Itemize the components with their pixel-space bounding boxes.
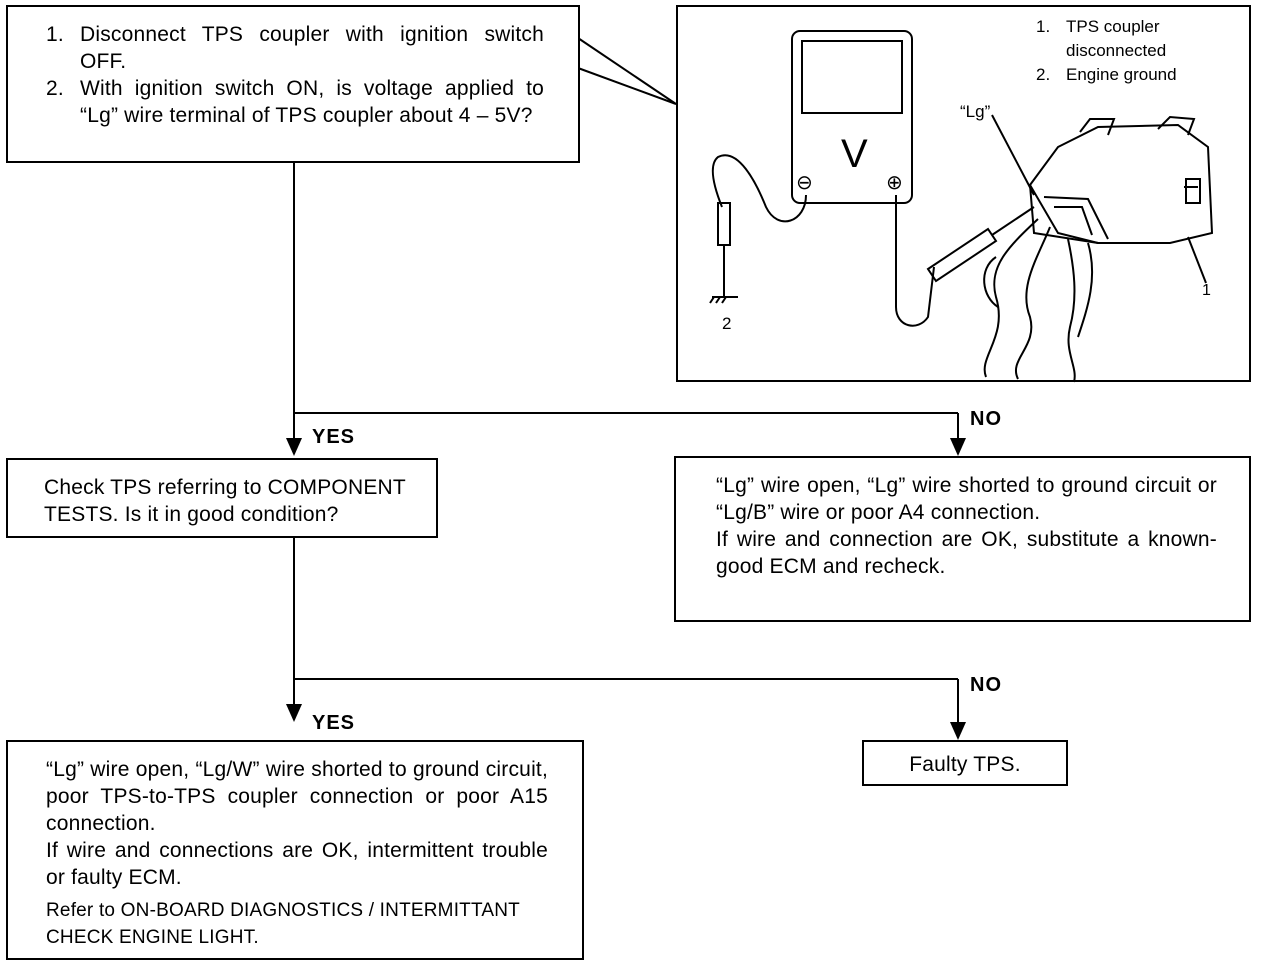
check-tps-box: Check TPS referring to COMPONENT TESTS. … bbox=[6, 458, 438, 538]
arrow-yes-2 bbox=[286, 704, 302, 722]
faulty-tps-box: Faulty TPS. bbox=[862, 740, 1068, 786]
branch2-no-label: NO bbox=[970, 674, 1002, 696]
positive-probe bbox=[926, 227, 998, 283]
arrow-no-1 bbox=[950, 438, 966, 456]
yes-result-2-box: “Lg” wire open, “Lg/W” wire shorted to g… bbox=[6, 740, 584, 960]
negative-lead bbox=[711, 154, 807, 223]
voltmeter-illustration: V ⊖ ⊕ “Lg” 1 2 bbox=[709, 30, 1214, 383]
no-result-1-line2: If wire and connection are OK, substitut… bbox=[716, 528, 1217, 578]
meter-symbol-v: V bbox=[841, 132, 868, 176]
voltmeter-body bbox=[791, 30, 913, 204]
minus-terminal-icon: ⊖ bbox=[796, 170, 813, 194]
ground-probe bbox=[717, 202, 731, 246]
step1-item-2: 2. With ignition switch ON, is voltage a… bbox=[46, 77, 544, 127]
yes-result-2-line3: Refer to ON-BOARD DIAGNOSTICS / INTERMIT… bbox=[46, 900, 520, 948]
legend-item-2: 2. Engine ground bbox=[1036, 65, 1177, 84]
wire-label-lg: “Lg” bbox=[960, 102, 991, 121]
no-result-1-box: “Lg” wire open, “Lg” wire shorted to gro… bbox=[674, 456, 1251, 622]
yes-result-2-line1: “Lg” wire open, “Lg/W” wire shorted to g… bbox=[46, 758, 548, 835]
wire-harness bbox=[983, 218, 1039, 378]
no-result-1-line1: “Lg” wire open, “Lg” wire shorted to gro… bbox=[716, 474, 1217, 524]
branch2-yes-label: YES bbox=[312, 712, 356, 734]
figure-legend: 1. TPS coupler disconnected 2. Engine gr… bbox=[1036, 15, 1246, 87]
yes-result-2-line2: If wire and connections are OK, intermit… bbox=[46, 839, 548, 889]
tps-figure: V ⊖ ⊕ “Lg” 1 2 1. TPS coupler disconnect… bbox=[676, 5, 1251, 383]
branch1-yes-label: YES bbox=[312, 426, 356, 448]
step1-item-1: 1. Disconnect TPS coupler with ignition … bbox=[46, 23, 544, 73]
arrow-yes-1 bbox=[286, 438, 302, 456]
voltmeter-display bbox=[801, 40, 903, 114]
legend-item-1: 1. TPS coupler disconnected bbox=[1036, 17, 1167, 60]
arrow-no-2 bbox=[950, 722, 966, 740]
positive-lead bbox=[895, 195, 935, 327]
callout-2: 2 bbox=[722, 314, 731, 333]
callout-1: 1 bbox=[1202, 282, 1211, 299]
step1-box: 1. Disconnect TPS coupler with ignition … bbox=[6, 5, 580, 163]
branch1-no-label: NO bbox=[970, 408, 1002, 430]
tps-coupler bbox=[1028, 123, 1214, 244]
plus-terminal-icon: ⊕ bbox=[886, 170, 903, 194]
